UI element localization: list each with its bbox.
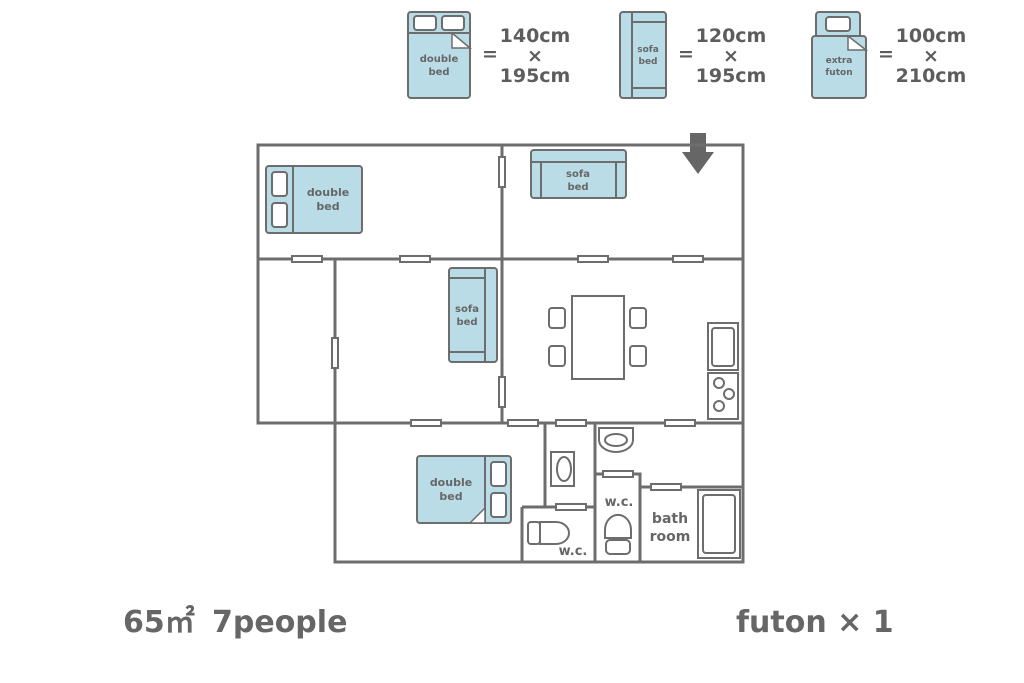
svg-text:double: double bbox=[420, 54, 459, 65]
svg-text:×: × bbox=[527, 45, 543, 67]
doors bbox=[291, 156, 704, 511]
svg-text:double: double bbox=[307, 186, 349, 199]
svg-text:sofa: sofa bbox=[455, 304, 479, 315]
svg-text:195cm: 195cm bbox=[696, 65, 767, 87]
capacity-text: 7people bbox=[212, 605, 347, 640]
bathroom-label: bath bbox=[652, 511, 688, 527]
sofa-bed-top: sofa bed bbox=[530, 149, 627, 199]
svg-text:bed: bed bbox=[316, 200, 339, 213]
kitchen bbox=[707, 322, 739, 420]
svg-text:120cm: 120cm bbox=[696, 25, 767, 47]
legend-extra-futon: extra futon = 100cm × 210cm bbox=[811, 11, 967, 99]
bathtub bbox=[697, 489, 741, 559]
entrance-arrow-icon bbox=[682, 133, 714, 174]
svg-text:195cm: 195cm bbox=[500, 65, 571, 87]
svg-text:210cm: 210cm bbox=[896, 65, 967, 87]
svg-text:futon: futon bbox=[825, 68, 852, 78]
svg-text:140cm: 140cm bbox=[500, 25, 571, 47]
svg-text:bed: bed bbox=[639, 57, 658, 67]
bathroom-label: room bbox=[650, 529, 691, 545]
svg-text:bed: bed bbox=[439, 490, 462, 503]
wc-label: w.c. bbox=[559, 544, 588, 559]
legend-double-bed: double bed = 140cm × 195cm bbox=[407, 11, 571, 99]
svg-text:sofa: sofa bbox=[566, 169, 590, 180]
svg-text:=: = bbox=[878, 43, 894, 65]
svg-text:double: double bbox=[430, 476, 472, 489]
svg-text:extra: extra bbox=[826, 56, 853, 66]
svg-text:bed: bed bbox=[567, 182, 588, 193]
toilets bbox=[527, 513, 632, 555]
area-text: 65㎡ bbox=[123, 605, 195, 640]
svg-text:bed: bed bbox=[456, 317, 477, 328]
svg-text:100cm: 100cm bbox=[896, 25, 967, 47]
svg-text:×: × bbox=[923, 45, 939, 67]
wc-label: w.c. bbox=[605, 495, 634, 510]
double-bed-top-left: double bed bbox=[265, 165, 363, 234]
svg-text:×: × bbox=[723, 45, 739, 67]
svg-text:=: = bbox=[678, 43, 694, 65]
svg-text:bed: bed bbox=[428, 67, 449, 78]
legend-sofa-bed: sofa bed = 120cm × 195cm bbox=[619, 11, 767, 99]
svg-text:sofa: sofa bbox=[637, 45, 659, 55]
double-bed-bottom: double bed bbox=[416, 455, 512, 524]
washbasins bbox=[550, 427, 634, 487]
svg-text:=: = bbox=[482, 43, 498, 65]
sofa-bed-middle: sofa bed bbox=[448, 267, 498, 363]
dining-table bbox=[548, 295, 647, 380]
futon-count-text: futon × 1 bbox=[736, 605, 894, 640]
